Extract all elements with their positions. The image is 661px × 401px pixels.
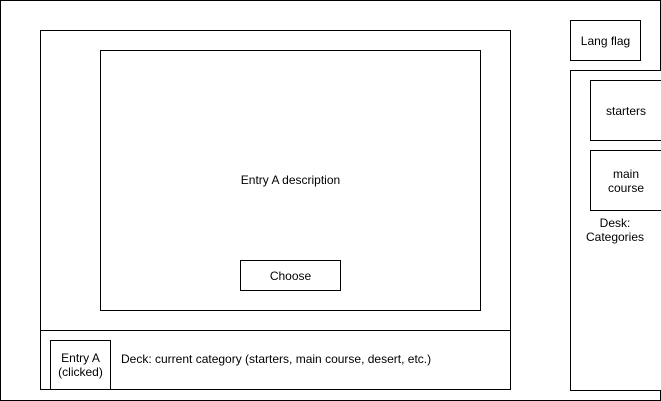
- deck-label: Deck: current category (starters, main c…: [121, 352, 432, 366]
- categories-label: Desk: Categories: [585, 216, 645, 244]
- language-flag-button[interactable]: Lang flag: [570, 20, 641, 61]
- category-starters-label: starters: [605, 103, 646, 118]
- deck-entry-label: Entry A (clicked): [58, 351, 103, 379]
- category-main-course-label: main course: [607, 166, 645, 195]
- choose-button[interactable]: Choose: [240, 260, 341, 291]
- deck-entry-card[interactable]: Entry A (clicked): [50, 340, 111, 390]
- entry-description-text: Entry A description: [240, 173, 341, 187]
- category-starters[interactable]: starters: [590, 80, 661, 141]
- entry-description-panel: [100, 50, 481, 311]
- category-main-course[interactable]: main course: [590, 150, 661, 211]
- deck-panel: [40, 330, 511, 390]
